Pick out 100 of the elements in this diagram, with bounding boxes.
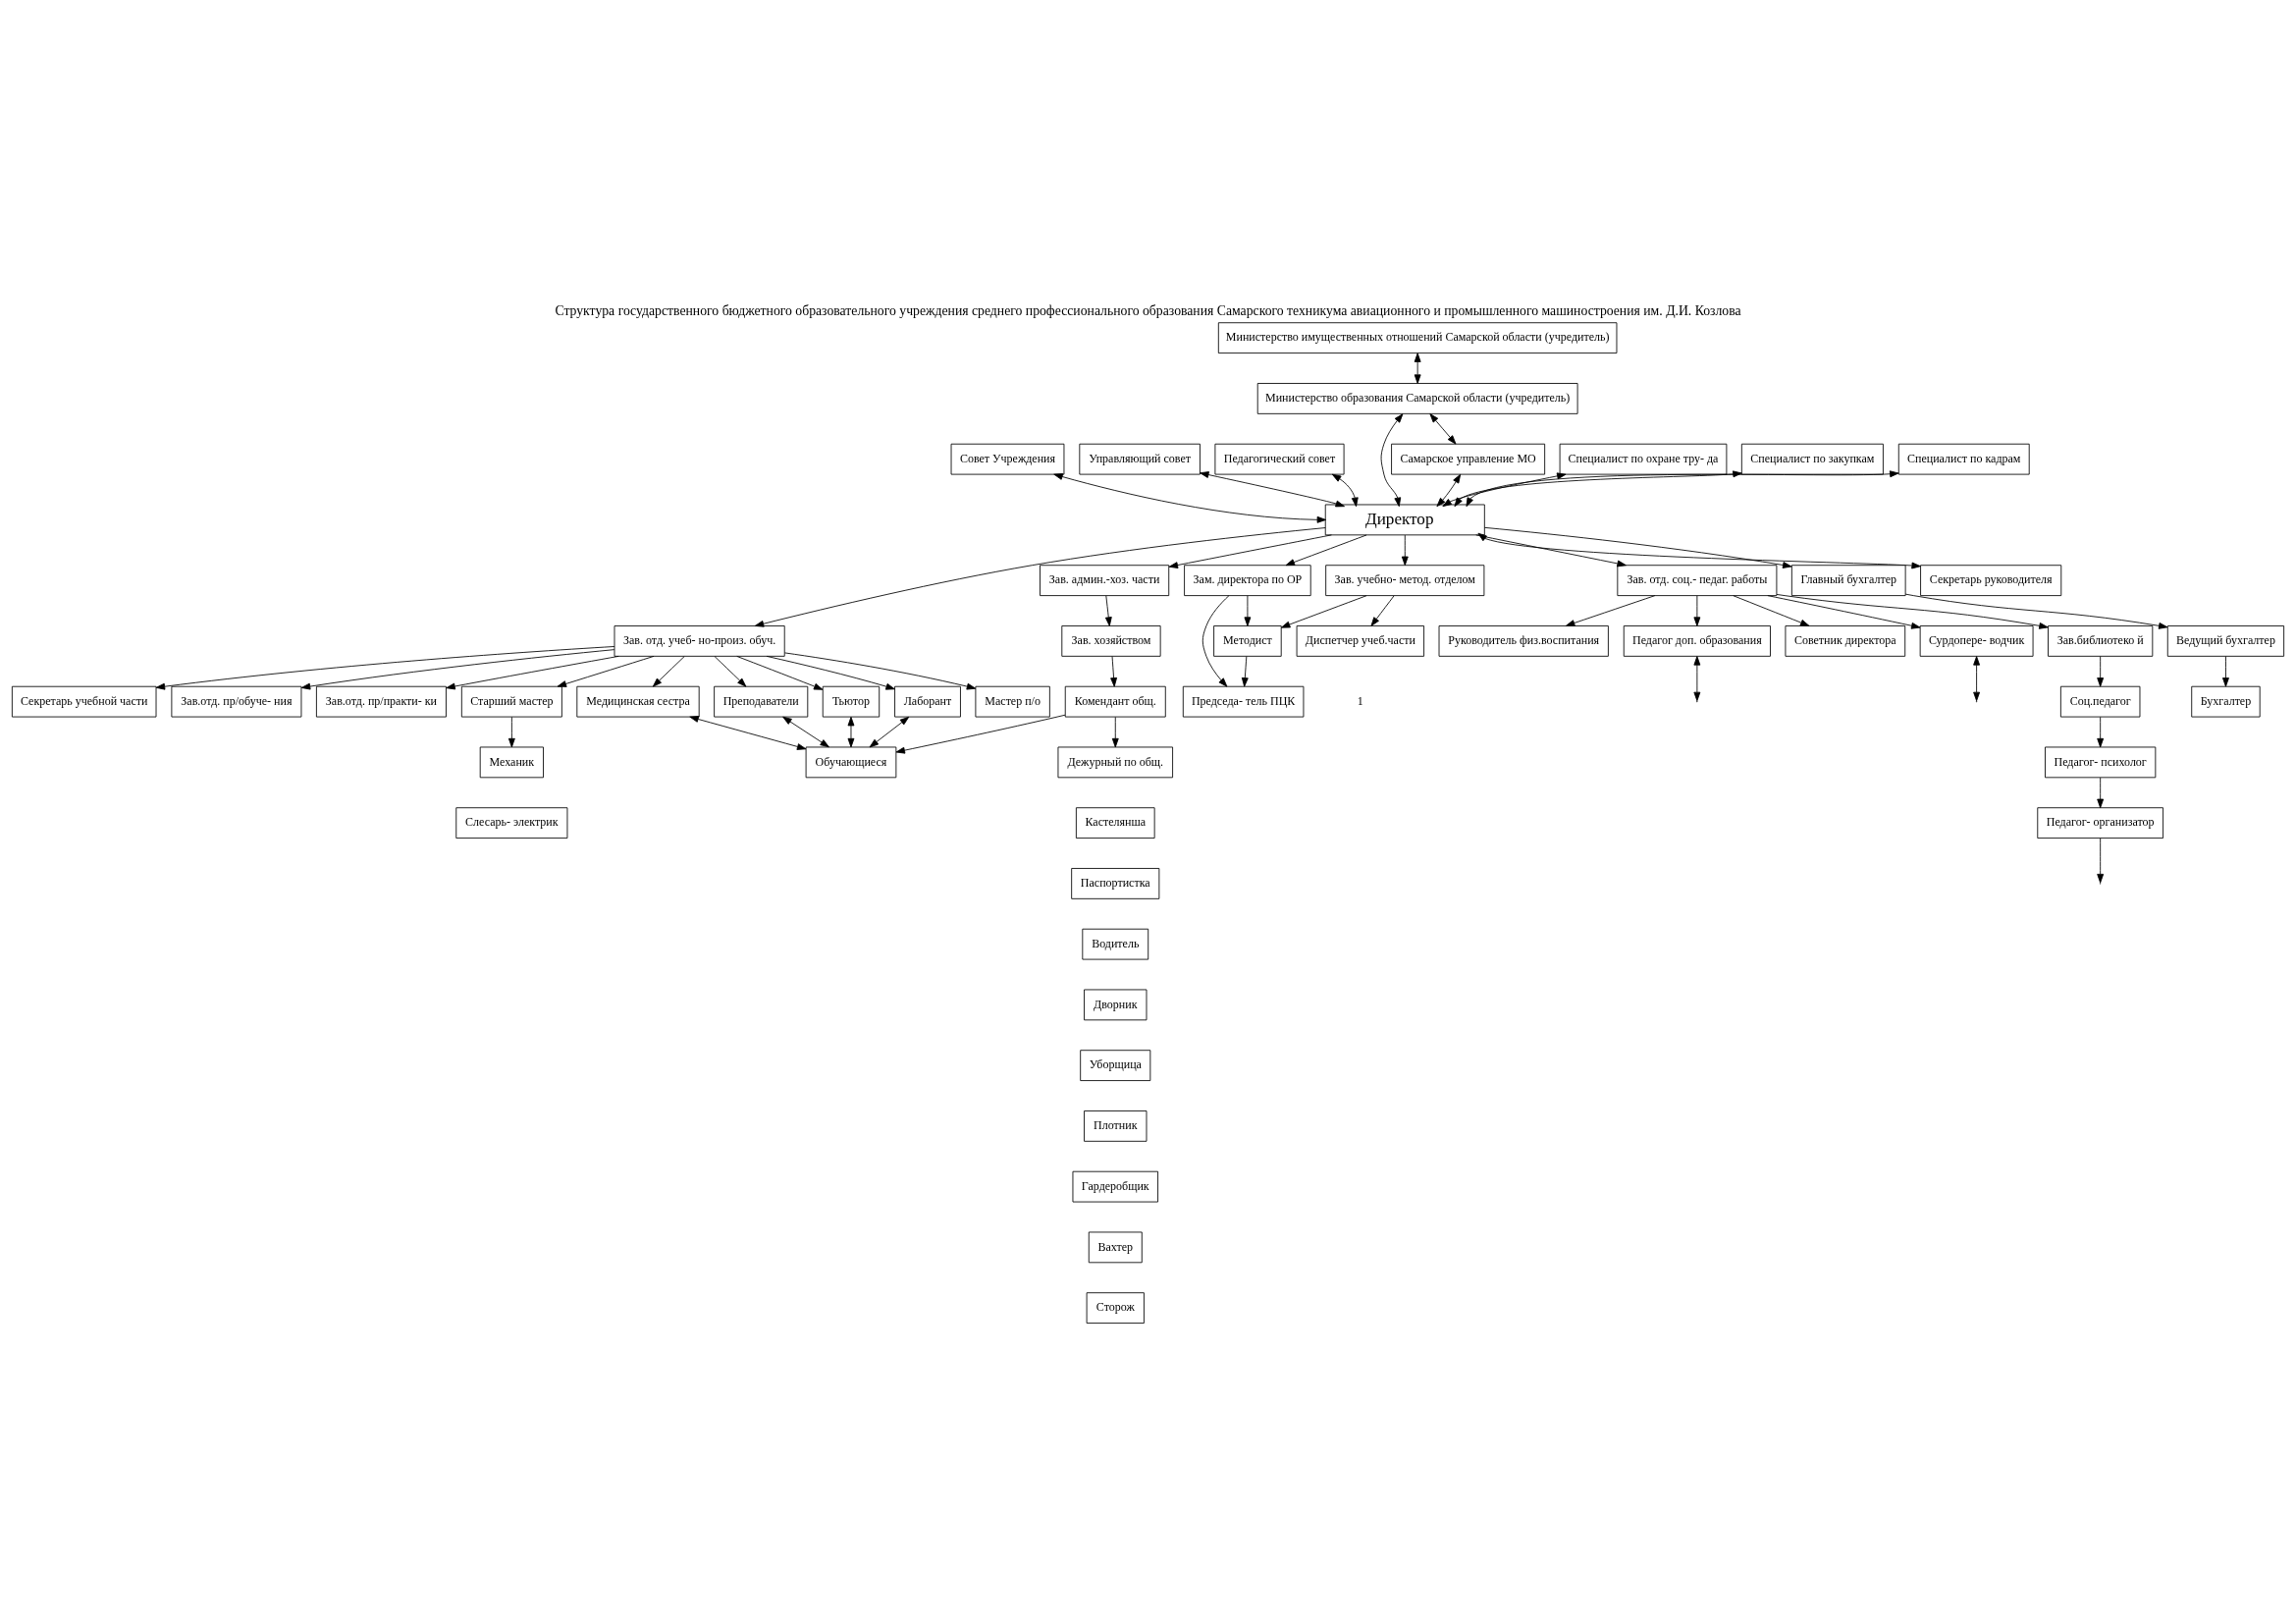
arrow (689, 716, 807, 750)
arrow (2097, 656, 2105, 687)
node-box: Педагогический совет (1214, 443, 1345, 475)
node-box: Вахтер (1088, 1231, 1143, 1264)
arrow (1466, 470, 1899, 508)
arrow (1110, 656, 1118, 687)
arrow (869, 716, 910, 748)
arrow (1483, 526, 1792, 568)
node-box: Старший мастер (460, 685, 562, 718)
node-box: Зав. учебно- метод. отделом (1325, 565, 1485, 596)
node-box: Медицинская сестра (576, 685, 700, 718)
node-box: Секретарь учебной части (11, 685, 157, 718)
node-box: Педагог доп. образования (1623, 625, 1771, 657)
node-box: Директор (1324, 504, 1485, 536)
node-box: Диспетчер учеб.части (1296, 625, 1424, 657)
node-box: Специалист по закупкам (1740, 443, 1884, 475)
arrow (1693, 595, 1701, 626)
arrow (507, 716, 515, 748)
arrow (1767, 595, 1921, 629)
node-box: Сурдопере- водчик (1919, 625, 2034, 657)
node-box: Зав. админ.-хоз. части (1040, 565, 1170, 596)
arrow (2097, 838, 2105, 884)
node-box: Министерство образования Самарской области (учредитель) (1256, 383, 1578, 414)
label: 1 (1357, 693, 1363, 708)
arrow (1280, 595, 1367, 628)
arrow (895, 714, 1066, 754)
node-box: Соц.педагог (2059, 685, 2141, 718)
node-box: Плотник (1084, 1110, 1148, 1142)
node-box: Зав. хозяйством (1061, 625, 1161, 657)
node-box: Педагог- психолог (2045, 746, 2157, 779)
arrow (782, 716, 829, 748)
arrow (1200, 471, 1345, 508)
node-box: Зам. директора по ОР (1184, 565, 1311, 596)
node-box: Советник директора (1785, 625, 1906, 657)
arrow (446, 655, 619, 690)
arrow (1053, 473, 1327, 523)
node-box: Механик (479, 746, 544, 779)
arrow (1414, 352, 1421, 384)
arrow (1477, 532, 1921, 569)
arrow (784, 652, 977, 690)
arrow (1693, 656, 1701, 702)
arrow (155, 646, 615, 690)
arrow (1776, 594, 2049, 629)
node-box: Министерство имущественных отношений Самарской области (учредитель) (1217, 322, 1618, 354)
arrow (736, 656, 824, 690)
node-box: Тьютор (822, 685, 881, 718)
arrow (1973, 656, 1981, 702)
node-box: Водитель (1082, 928, 1149, 960)
node-box: Главный бухгалтер (1790, 565, 1906, 596)
node-box: Секретарь руководителя (1920, 565, 2062, 596)
arrow (1475, 534, 1627, 568)
node-box: Ведущий бухгалтер (2166, 625, 2285, 657)
node-box: Паспортистка (1071, 868, 1160, 899)
arrow (847, 716, 855, 748)
node-box: Бухгалтер (2191, 685, 2261, 718)
node-box: Преподаватели (714, 685, 809, 718)
arrow (1168, 534, 1332, 568)
node-box: Самарское управление МО (1391, 443, 1546, 475)
arrow (1565, 595, 1656, 626)
node-box: Уборщица (1080, 1050, 1151, 1081)
node-box: Комендант общ. (1064, 685, 1166, 718)
arrow (2222, 656, 2229, 687)
arrow (1380, 413, 1404, 508)
arrow (1733, 595, 1810, 626)
arrow (1429, 413, 1457, 445)
node-box: Мастер п/о (975, 685, 1050, 718)
arrow (1331, 473, 1359, 508)
node-box: Гардеробщик (1072, 1170, 1158, 1203)
node-box: Кастелянша (1075, 807, 1155, 839)
arrow (1442, 472, 1567, 508)
node-box: Зав.отд. пр/практи- ки (315, 685, 447, 718)
node-box: Специалист по кадрам (1897, 443, 2030, 475)
node-box: Педагог- организатор (2037, 807, 2163, 839)
node-box: Дворник (1084, 989, 1148, 1021)
node-box: Зав. отд. учеб- но-произ. обуч. (614, 625, 785, 657)
arrow (1436, 473, 1462, 508)
arrow (1241, 656, 1249, 687)
node-box: Слесарь- электрик (455, 807, 568, 839)
arrow (1370, 595, 1395, 626)
node-box: Зав.библиотеко й (2048, 625, 2154, 657)
arrow (766, 655, 895, 690)
node-box: Председа- тель ПЦК (1182, 685, 1305, 718)
arrow (2097, 777, 2105, 809)
arrow (1244, 595, 1252, 626)
arrow (1201, 595, 1230, 687)
node-box: Управляющий совет (1079, 443, 1201, 475)
diagram-title: Структура государственного бюджетного образовательного учреждения среднего профессионального образования Самарского техникума авиационного и промышленного машиностроения им. Д.И. Козлова (555, 302, 1741, 318)
arrow (1104, 595, 1112, 626)
node-box: Лаборант (894, 685, 961, 718)
node-box: Дежурный по общ. (1057, 746, 1173, 779)
arrow (2097, 716, 2105, 748)
arrow (754, 527, 1326, 627)
node-box: Сторож (1086, 1292, 1145, 1324)
arrow (652, 656, 685, 687)
arrow (1454, 470, 1742, 508)
arrow (557, 655, 655, 687)
node-box: Зав.отд. пр/обуче- ния (171, 685, 302, 718)
arrow (714, 656, 747, 687)
arrow (300, 649, 615, 690)
arrow (1111, 716, 1119, 748)
